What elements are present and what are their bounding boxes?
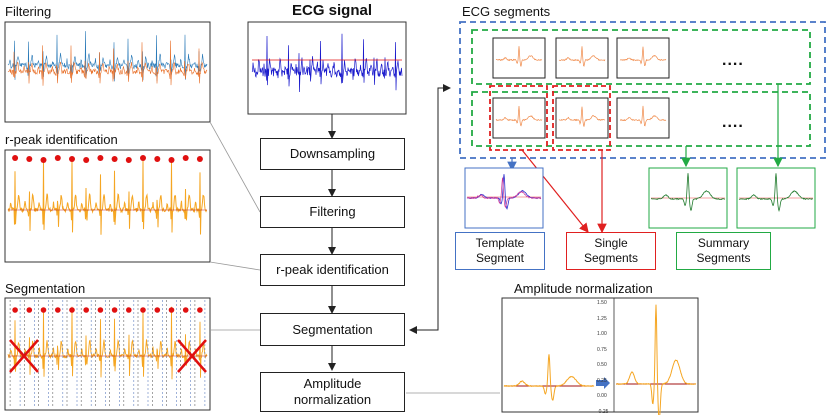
- segment-peak-marker: [154, 307, 161, 313]
- amp-tick-label: 0.25: [597, 377, 607, 384]
- rpeak-marker: [12, 155, 19, 161]
- rpeak-marker: [26, 156, 33, 162]
- amp-trace-after: [616, 304, 697, 415]
- rpeak-marker: [154, 156, 161, 162]
- ellipsis-row1: ....: [722, 52, 744, 69]
- rpeak-marker: [168, 157, 175, 163]
- amp-tick-label: 1.25: [597, 315, 607, 322]
- summary-segments-label: Summary Segments: [676, 232, 771, 270]
- segment-peak-marker: [26, 307, 33, 313]
- segment-peak-marker: [182, 307, 189, 313]
- rpeak-marker: [125, 157, 132, 163]
- step-amplitude-normalization: Amplitude normalization: [260, 372, 405, 412]
- segment-thumbnail-trace: [619, 46, 667, 66]
- segment-peak-marker: [111, 307, 118, 313]
- segment-thumbnail: [555, 97, 609, 139]
- ecg-segments-panel: [459, 21, 826, 159]
- amp-tick-label: 0.75: [597, 346, 607, 353]
- rpeak-marker: [69, 156, 75, 162]
- amp-tick-label: 0.50: [597, 362, 607, 368]
- summary-trace: [738, 173, 814, 213]
- segment-thumbnail: [616, 97, 670, 139]
- filtered-trace-blue: [7, 31, 208, 82]
- summary-plot-2: [736, 167, 816, 229]
- segment-peak-marker: [12, 307, 18, 313]
- segment-peak-marker: [140, 307, 146, 313]
- segment-peak-marker: [55, 307, 61, 313]
- amp-tick-label: -0.25: [597, 408, 609, 415]
- rpeak-marker: [54, 155, 61, 161]
- segment-peak-marker: [83, 307, 89, 313]
- step-downsampling: Downsampling: [260, 138, 405, 170]
- ecg-signal-panel: [247, 21, 407, 115]
- rpeak-marker: [83, 157, 90, 163]
- segments-link-arrow: [409, 84, 451, 334]
- ecg-signal-title: ECG signal: [292, 2, 373, 19]
- segment-thumbnail: [492, 97, 546, 139]
- excluded-segment-left-icon: [9, 339, 39, 373]
- ellipsis-row2: ....: [722, 114, 744, 131]
- excluded-segment-right-icon: [177, 339, 207, 373]
- filtering-panel: [4, 21, 211, 123]
- segment-thumbnail-trace: [495, 105, 543, 127]
- template-trace: [466, 174, 542, 210]
- segment-output-arrows: [507, 84, 783, 234]
- filtered-trace-orange: [7, 40, 208, 86]
- segment-thumbnail: [492, 37, 546, 79]
- segment-thumbnail-trace: [619, 105, 667, 127]
- rpeak-panel: [4, 149, 211, 263]
- step-rpeak: r-peak identification: [260, 254, 405, 286]
- segment-peak-marker: [40, 307, 47, 313]
- segmentation-panel: [4, 297, 211, 411]
- segment-thumbnail: [616, 37, 670, 79]
- amp-tick-label: 1.50: [597, 300, 607, 306]
- normalization-arrow: [596, 377, 610, 389]
- template-plot: [464, 167, 544, 229]
- rpeak-marker: [182, 155, 189, 161]
- panel-connectors: [209, 121, 500, 394]
- segment-peak-marker: [97, 307, 104, 313]
- template-segment-label: Template Segment: [455, 232, 545, 270]
- summary-trace: [651, 173, 726, 212]
- rpeak-title: r-peak identification: [5, 132, 118, 147]
- rpeak-marker: [111, 156, 118, 162]
- amplitude-panel: [501, 297, 699, 415]
- amplitude-title: Amplitude normalization: [514, 281, 653, 296]
- segment-peak-marker: [69, 307, 75, 313]
- segment-thumbnail-trace: [558, 46, 606, 67]
- rpeak-marker: [140, 155, 146, 161]
- rpeak-marker: [40, 157, 47, 163]
- raw-ecg-trace: [251, 33, 403, 93]
- segmentation-trace: [7, 306, 208, 380]
- rpeak-marker: [196, 156, 203, 162]
- amp-tick-label: 0.00: [597, 393, 607, 399]
- summary-plot-1: [648, 167, 728, 229]
- amp-tick-label: 1.00: [597, 331, 607, 337]
- segment-thumbnail-trace: [558, 106, 606, 127]
- rpeak-marker: [97, 155, 104, 161]
- ecg-segments-title: ECG segments: [462, 4, 551, 19]
- segment-peak-marker: [168, 307, 175, 313]
- segmentation-title: Segmentation: [5, 281, 86, 296]
- segment-thumbnail-trace: [495, 46, 543, 67]
- segment-peak-marker: [126, 307, 132, 313]
- segment-peak-marker: [197, 307, 203, 313]
- single-segments-label: Single Segments: [566, 232, 656, 270]
- segment-thumbnail: [555, 37, 609, 79]
- filtering-title: Filtering: [5, 4, 52, 19]
- template-trace-overlay: [466, 177, 542, 209]
- step-segmentation: Segmentation: [260, 313, 405, 346]
- step-filtering: Filtering: [260, 196, 405, 228]
- amp-trace-before: [503, 354, 595, 401]
